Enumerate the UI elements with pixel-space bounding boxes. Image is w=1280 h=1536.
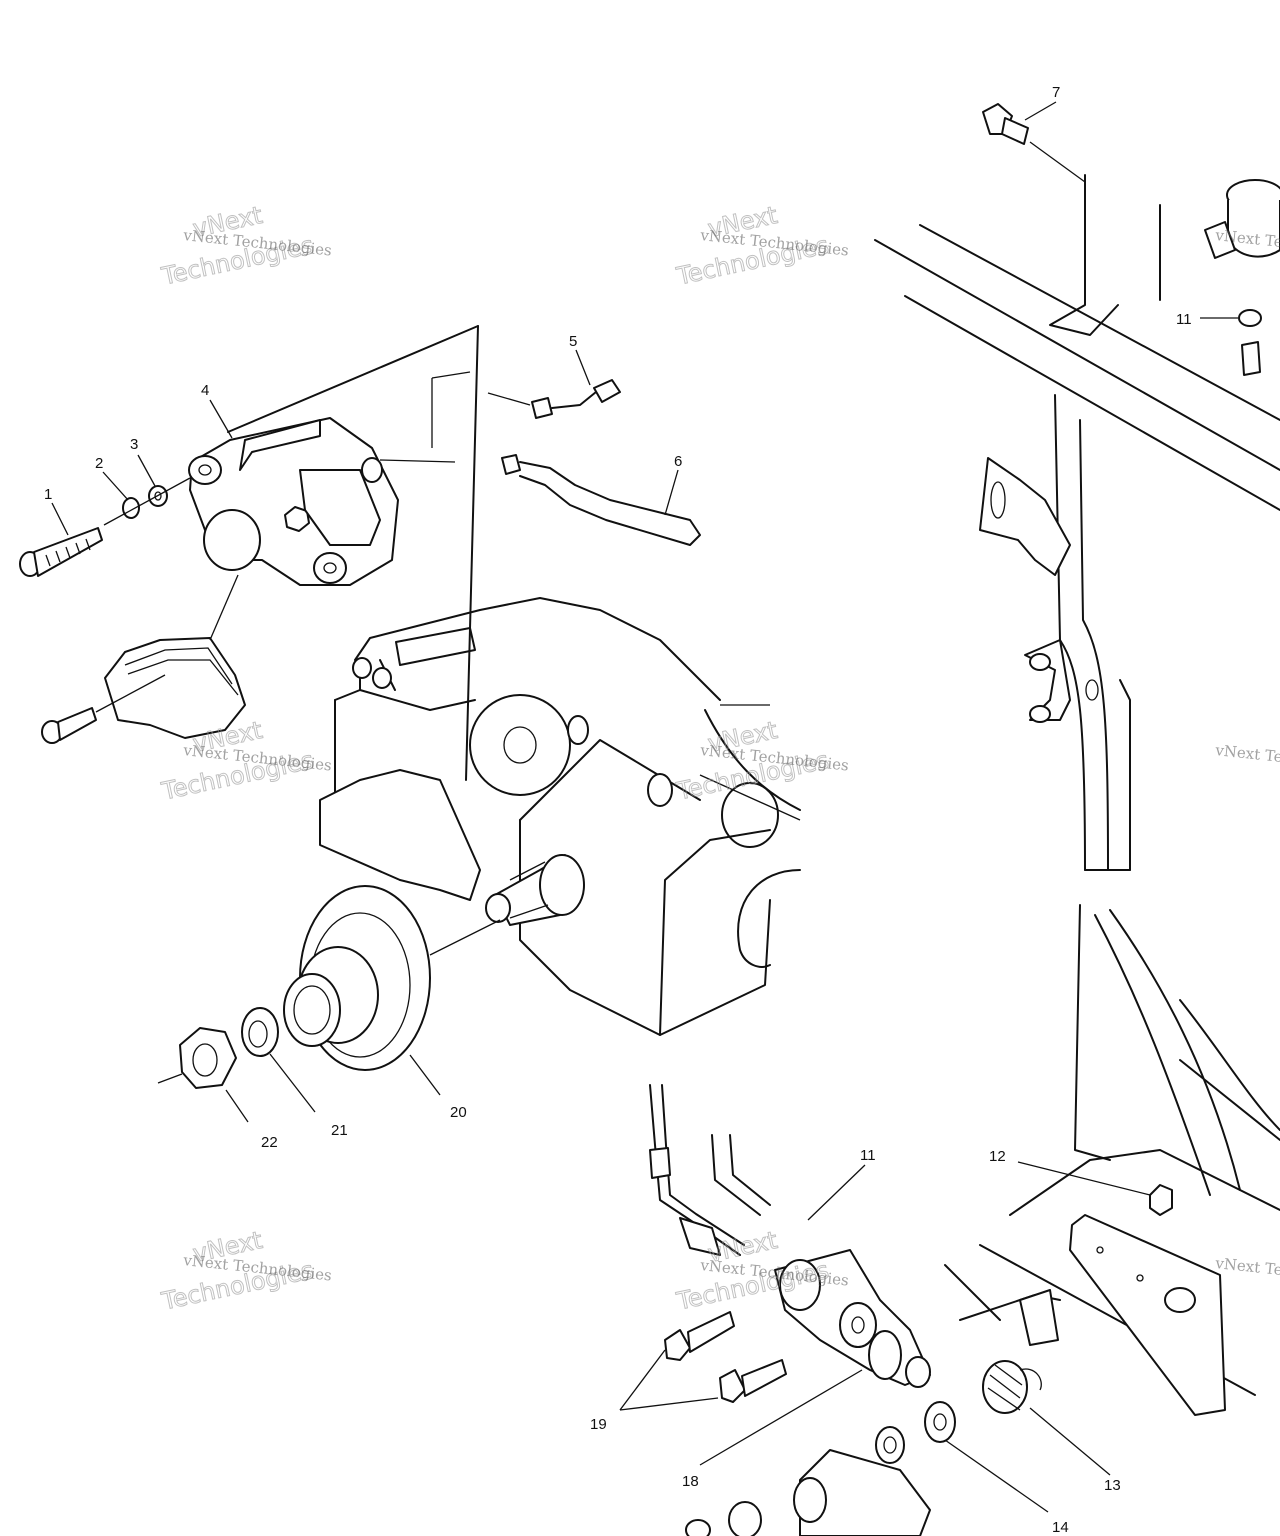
callout-14: 14	[1052, 1519, 1069, 1536]
callout-11-bottom: 11	[860, 1147, 876, 1164]
callout-6: 6	[674, 453, 682, 470]
pedal-link	[685, 1449, 931, 1536]
callout-11-top: 11	[1176, 311, 1192, 328]
spline-shaft	[485, 854, 585, 926]
callout-19: 19	[590, 1416, 607, 1433]
washer-14	[875, 1401, 956, 1464]
master-cylinder-18	[774, 1249, 931, 1388]
mounting-plate	[227, 325, 479, 781]
nut-12	[1149, 1184, 1173, 1216]
watermarks: vNext Technologies vNext Technologies vN…	[158, 201, 1280, 1317]
pedal-bracket	[944, 1149, 1280, 1416]
callout-13: 13	[1104, 1477, 1121, 1494]
leader-lines	[51, 101, 1238, 1513]
callout-21: 21	[331, 1122, 348, 1139]
callout-3: 3	[130, 436, 138, 453]
nut-22	[157, 1027, 237, 1089]
callouts: 1 2 3 4 5 6 7 11 11 12 13 14 18 19 20 21…	[44, 84, 1192, 1536]
callout-5: 5	[569, 333, 577, 350]
bolt-1	[19, 527, 103, 577]
callout-2: 2	[95, 455, 103, 472]
frame	[874, 174, 1280, 1196]
callout-12: 12	[989, 1148, 1006, 1165]
washer-21	[241, 1007, 279, 1057]
bolts-19	[664, 1311, 787, 1403]
callout-1: 1	[44, 486, 52, 503]
watermark-text: vNext Technologies	[1214, 1254, 1280, 1288]
reservoir	[1204, 179, 1280, 376]
watermark-text: vNext Technologies	[1214, 741, 1280, 775]
callout-22: 22	[261, 1134, 278, 1151]
callout-7: 7	[1052, 84, 1060, 101]
callout-18: 18	[682, 1473, 699, 1490]
brake-disc-20	[283, 885, 501, 1071]
spring-13	[982, 1360, 1042, 1414]
brake-hose-6	[379, 454, 701, 546]
bolt-7	[982, 103, 1086, 183]
callout-20: 20	[450, 1104, 467, 1121]
gearcase	[319, 597, 801, 1036]
brake-fitting-5	[487, 379, 621, 419]
brake-caliper	[188, 417, 399, 586]
brake-cable	[649, 1084, 771, 1256]
brake-pad	[41, 574, 246, 744]
lock-washer-2	[122, 497, 140, 519]
callout-4: 4	[201, 382, 209, 399]
